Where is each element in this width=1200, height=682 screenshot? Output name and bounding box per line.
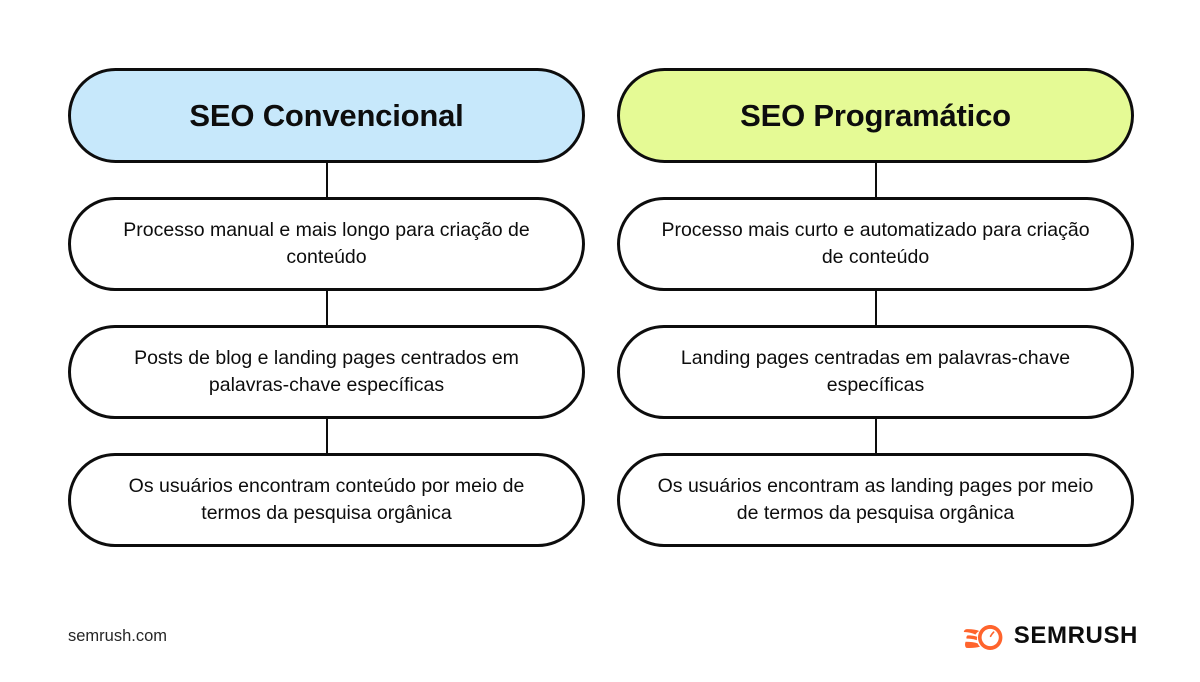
comparison-item-text: Processo mais curto e automatizado para … [661, 219, 1090, 268]
semrush-wordmark: SEMRUSH [1013, 622, 1138, 649]
connector-line [325, 419, 328, 453]
semrush-comet-icon [963, 624, 1003, 650]
semrush-logo: SEMRUSH [963, 622, 1138, 650]
comparison-item: Processo mais curto e automatizado para … [617, 197, 1134, 291]
comparison-item-text: Os usuários encontram conteúdo por meio … [128, 475, 525, 524]
connector-line [325, 291, 328, 325]
comparison-grid: SEO Convencional Processo manual e mais … [68, 68, 1134, 547]
comparison-item: Posts de blog e landing pages centrados … [68, 325, 585, 419]
column-header-seo-convencional: SEO Convencional [68, 68, 585, 163]
connector-line [874, 419, 877, 453]
comparison-item-text: Processo manual e mais longo para criaçã… [123, 219, 530, 268]
connector-line [325, 163, 328, 197]
comparison-column-seo-programatico: SEO Programático Processo mais curto e a… [617, 68, 1134, 547]
comparison-item-text: Os usuários encontram as landing pages p… [657, 475, 1094, 524]
comparison-item: Os usuários encontram conteúdo por meio … [68, 453, 585, 547]
connector-line [874, 163, 877, 197]
comparison-item-text: Posts de blog e landing pages centrados … [134, 347, 519, 396]
column-header-label: SEO Convencional [189, 97, 464, 133]
connector-line [874, 291, 877, 325]
column-header-seo-programatico: SEO Programático [617, 68, 1134, 163]
comparison-item-text: Landing pages centradas em palavras-chav… [680, 347, 1071, 396]
comparison-item: Os usuários encontram as landing pages p… [617, 453, 1134, 547]
column-header-label: SEO Programático [740, 97, 1011, 133]
comparison-item: Processo manual e mais longo para criaçã… [68, 197, 585, 291]
footer-url: semrush.com [68, 626, 168, 645]
comparison-column-seo-convencional: SEO Convencional Processo manual e mais … [68, 68, 585, 547]
comparison-item: Landing pages centradas em palavras-chav… [617, 325, 1134, 419]
footer: semrush.com SEMRUSH [68, 614, 1138, 658]
